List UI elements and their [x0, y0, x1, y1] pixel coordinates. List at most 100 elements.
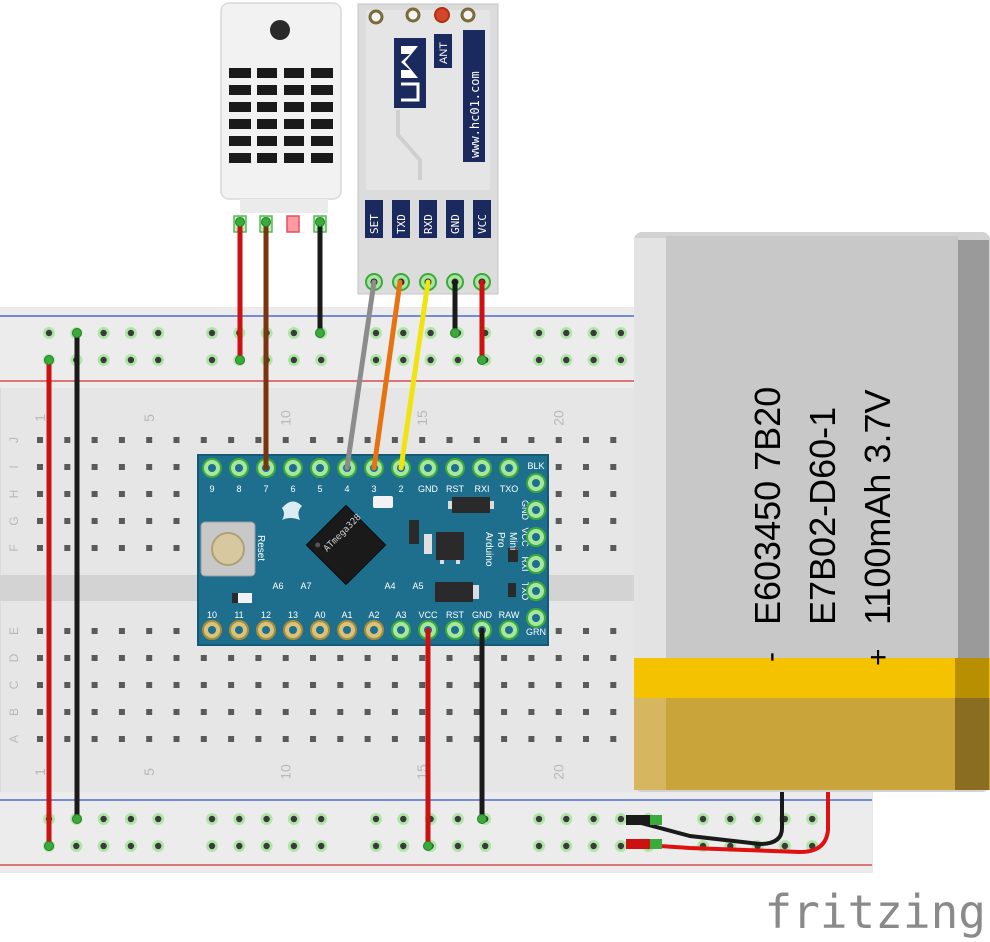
rail-hole[interactable] — [560, 327, 573, 339]
breadboard-hole[interactable] — [37, 655, 43, 661]
rail-hole[interactable] — [560, 813, 573, 825]
breadboard-hole[interactable] — [91, 545, 98, 551]
breadboard-hole[interactable] — [255, 437, 262, 443]
rail-hole[interactable] — [233, 840, 246, 852]
arduino-side-pin[interactable] — [526, 500, 546, 520]
breadboard-hole[interactable] — [310, 655, 316, 661]
arduino-top-pin[interactable] — [202, 458, 222, 478]
breadboard-hole[interactable] — [583, 709, 589, 715]
reset-button-cap[interactable] — [211, 532, 245, 566]
breadboard-hole[interactable] — [337, 655, 344, 661]
breadboard-hole[interactable] — [64, 437, 71, 443]
breadboard-hole[interactable] — [64, 628, 71, 634]
breadboard-hole[interactable] — [118, 655, 125, 661]
arduino-bottom-pin[interactable] — [391, 620, 411, 640]
breadboard-hole[interactable] — [255, 709, 262, 715]
breadboard-hole[interactable] — [37, 518, 43, 524]
rail-hole[interactable] — [97, 840, 110, 852]
breadboard-hole[interactable] — [200, 655, 207, 661]
arduino-side-pin[interactable] — [526, 473, 546, 493]
breadboard-hole[interactable] — [391, 682, 398, 688]
breadboard-hole[interactable] — [364, 655, 371, 661]
rail-hole[interactable] — [287, 840, 300, 852]
arduino-bottom-pin[interactable] — [364, 620, 384, 640]
breadboard-hole[interactable] — [610, 628, 617, 634]
rail-hole[interactable] — [697, 813, 709, 825]
rail-hole[interactable] — [97, 327, 110, 339]
breadboard-hole[interactable] — [419, 709, 426, 715]
arduino-bottom-pin[interactable] — [256, 620, 276, 640]
breadboard-hole[interactable] — [255, 682, 262, 688]
arduino-bottom-pin[interactable] — [445, 620, 465, 640]
rail-hole[interactable] — [287, 327, 300, 339]
breadboard-hole[interactable] — [64, 709, 71, 715]
rail-hole[interactable] — [397, 840, 410, 852]
breadboard-hole[interactable] — [528, 682, 535, 688]
arduino-bottom-pin[interactable] — [229, 620, 249, 640]
rail-hole[interactable] — [560, 354, 573, 366]
rail-hole[interactable] — [370, 813, 382, 825]
breadboard-hole[interactable] — [337, 682, 344, 688]
rail-hole[interactable] — [206, 354, 218, 366]
breadboard-hole[interactable] — [173, 464, 180, 470]
breadboard-hole[interactable] — [501, 655, 508, 661]
arduino-side-pin[interactable] — [526, 581, 546, 601]
rail-hole[interactable] — [533, 354, 545, 366]
rail-hole[interactable] — [451, 813, 464, 825]
rail-hole[interactable] — [614, 354, 627, 366]
breadboard-hole[interactable] — [310, 709, 316, 715]
rail-hole[interactable] — [43, 327, 55, 339]
breadboard-hole[interactable] — [228, 736, 235, 742]
breadboard-hole[interactable] — [446, 736, 453, 742]
rail-hole[interactable] — [424, 327, 437, 339]
breadboard-hole[interactable] — [118, 437, 125, 443]
breadboard-hole[interactable] — [419, 682, 426, 688]
rail-hole[interactable] — [70, 840, 83, 852]
breadboard-hole[interactable] — [583, 491, 589, 497]
rail-hole[interactable] — [397, 327, 410, 339]
breadboard-hole[interactable] — [419, 736, 426, 742]
breadboard-hole[interactable] — [391, 736, 398, 742]
breadboard-hole[interactable] — [337, 736, 344, 742]
breadboard-hole[interactable] — [610, 682, 617, 688]
breadboard-hole[interactable] — [37, 464, 43, 470]
breadboard-hole[interactable] — [200, 437, 207, 443]
breadboard-hole[interactable] — [146, 464, 153, 470]
wire-bt-rxd[interactable] — [371, 279, 403, 471]
rail-hole[interactable] — [424, 354, 437, 366]
breadboard-hole[interactable] — [118, 628, 125, 634]
breadboard-hole[interactable] — [528, 655, 535, 661]
breadboard-hole[interactable] — [173, 518, 180, 524]
rail-hole[interactable] — [152, 354, 165, 366]
arduino-top-pin[interactable] — [283, 458, 303, 478]
arduino-top-pin[interactable] — [229, 458, 249, 478]
breadboard-hole[interactable] — [610, 518, 617, 524]
breadboard-hole[interactable] — [555, 491, 562, 497]
breadboard-hole[interactable] — [610, 545, 617, 551]
breadboard-hole[interactable] — [282, 655, 289, 661]
arduino-top-pin[interactable] — [310, 458, 330, 478]
breadboard-hole[interactable] — [228, 437, 235, 443]
breadboard-hole[interactable] — [583, 628, 589, 634]
breadboard-hole[interactable] — [528, 437, 535, 443]
battery-red-lead[interactable] — [629, 792, 830, 855]
arduino-bottom-pin[interactable] — [499, 620, 519, 640]
rail-hole[interactable] — [587, 354, 600, 366]
rail-hole[interactable] — [315, 840, 328, 852]
rail-hole[interactable] — [397, 354, 410, 366]
rail-hole[interactable] — [206, 327, 218, 339]
rail-hole[interactable] — [587, 813, 600, 825]
rail-hole[interactable] — [260, 840, 273, 852]
breadboard-hole[interactable] — [91, 518, 98, 524]
breadboard-hole[interactable] — [583, 655, 589, 661]
arduino-top-pin[interactable] — [445, 458, 465, 478]
breadboard-hole[interactable] — [364, 709, 371, 715]
breadboard-hole[interactable] — [583, 682, 589, 688]
rail-hole[interactable] — [587, 840, 600, 852]
breadboard-hole[interactable] — [583, 736, 589, 742]
breadboard-hole[interactable] — [64, 736, 71, 742]
arduino-bottom-pin[interactable] — [283, 620, 303, 640]
breadboard-hole[interactable] — [173, 545, 180, 551]
rail-hole[interactable] — [587, 327, 600, 339]
